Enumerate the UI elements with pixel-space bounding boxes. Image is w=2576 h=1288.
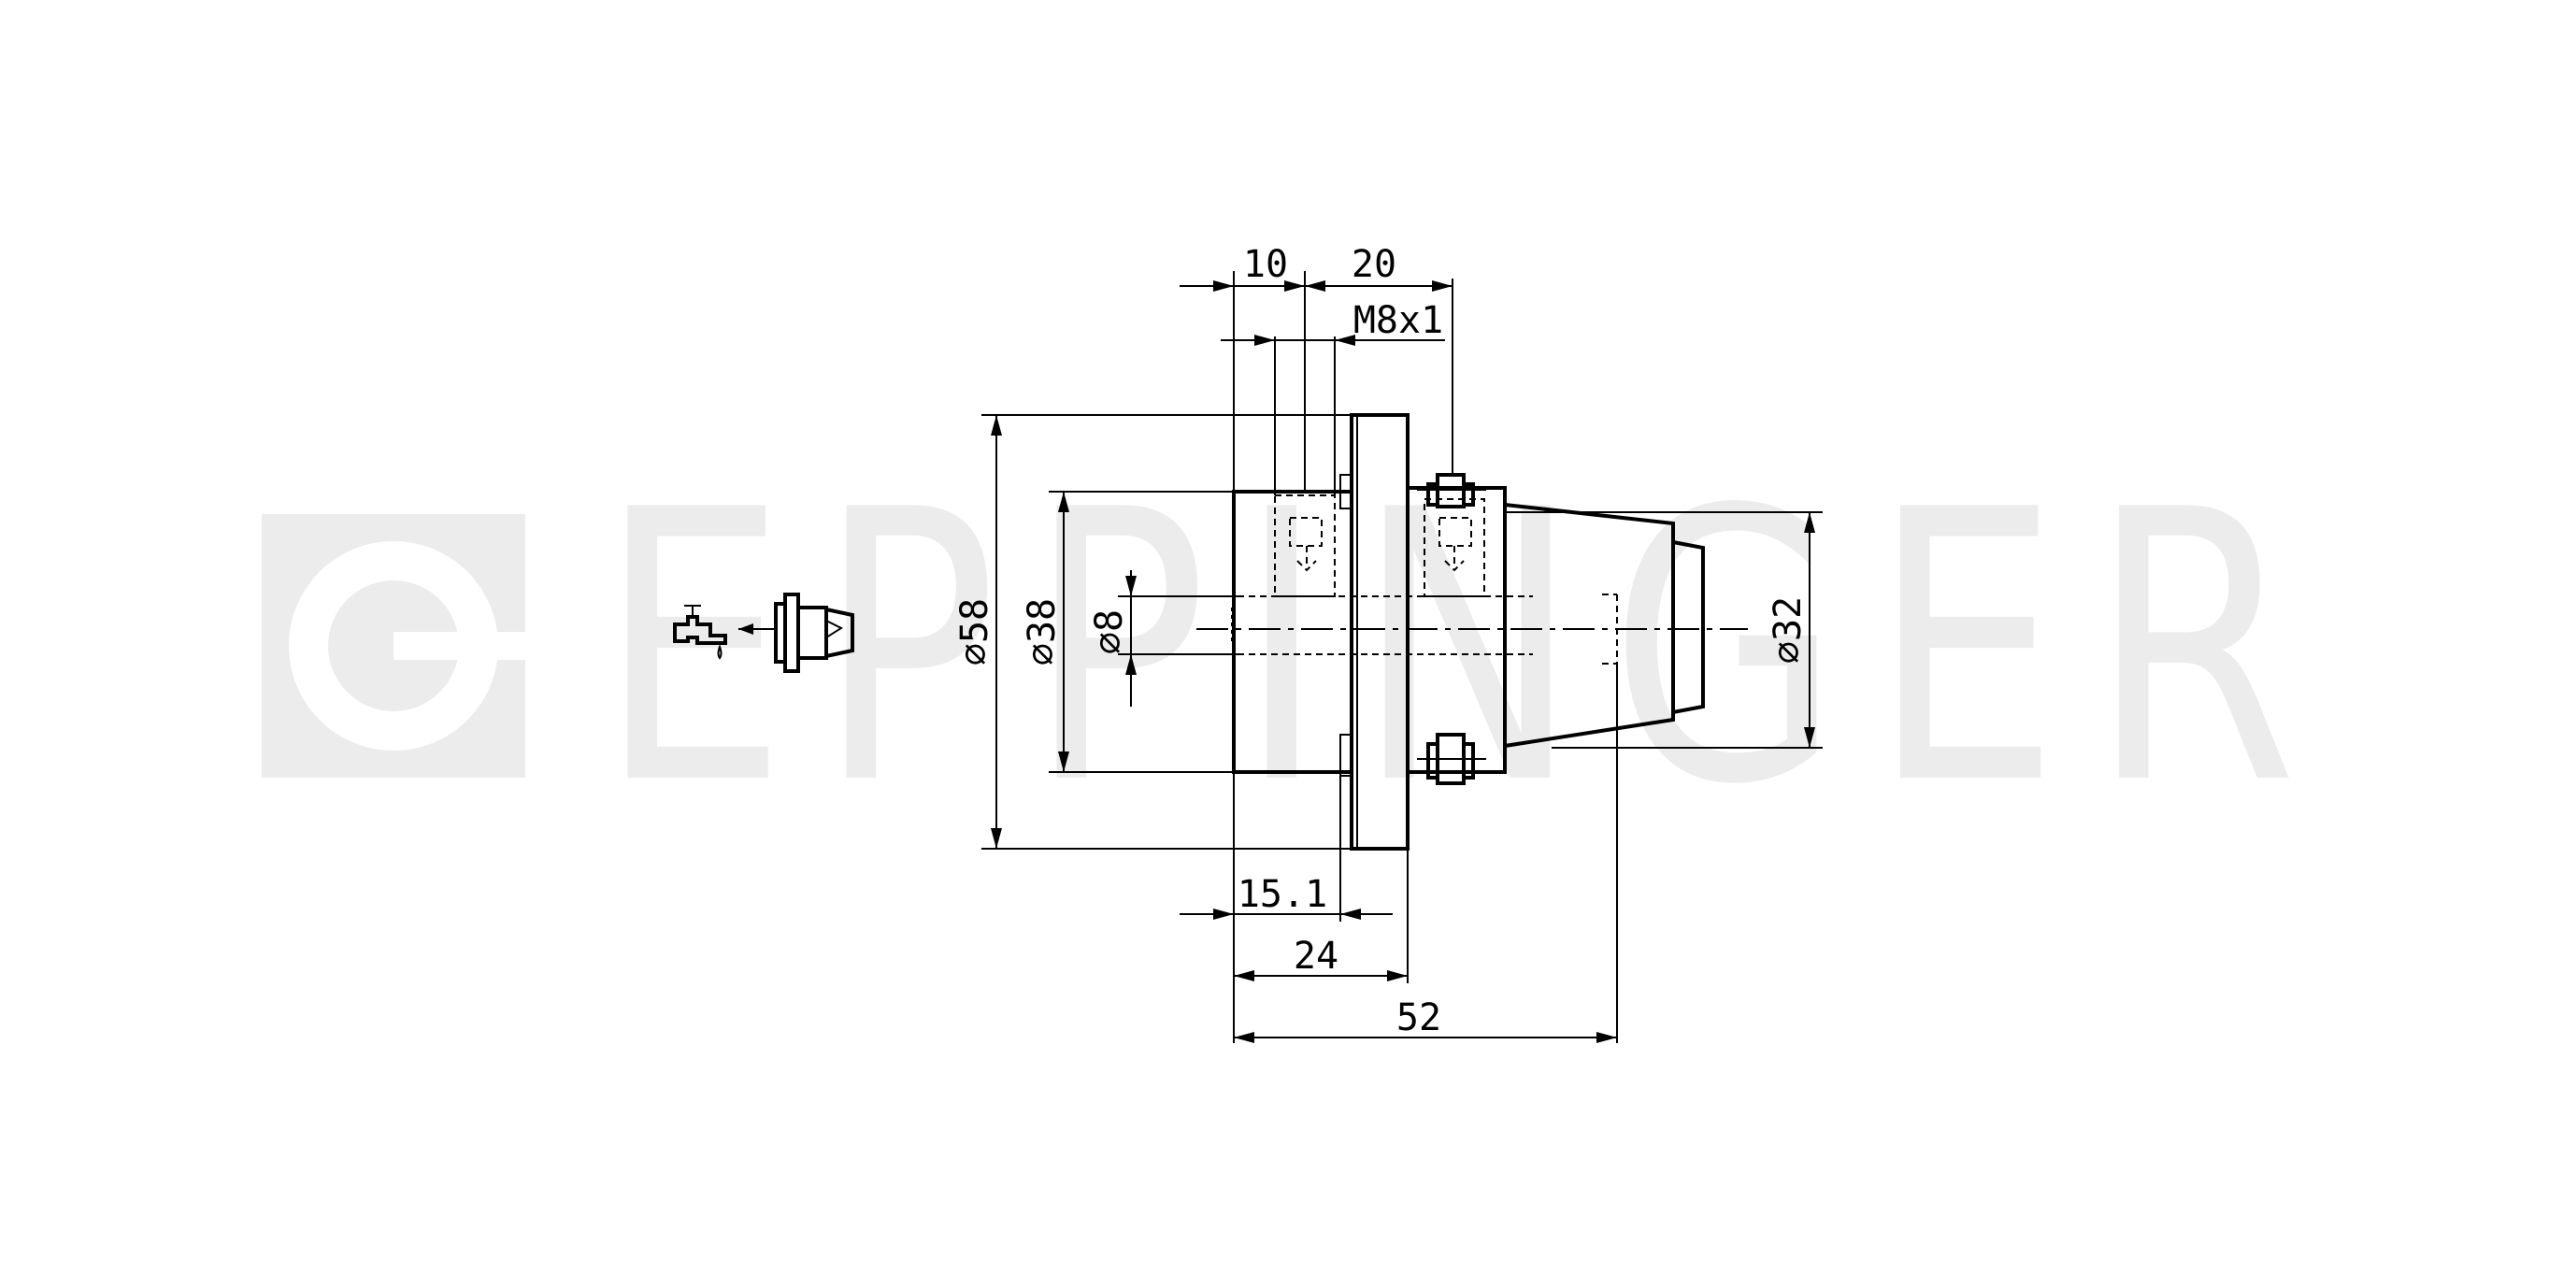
eppinger-watermark: EPPINGER — [262, 432, 2327, 866]
dim-dia-58: ⌀58 — [953, 598, 996, 665]
tool-holder-drawing — [1196, 413, 1748, 851]
dim-dia-38: ⌀38 — [1021, 598, 1064, 665]
coolant-tap-icon — [673, 605, 727, 660]
taper-shank — [1503, 502, 1675, 749]
dimension-lines — [981, 271, 1823, 1043]
shank-end — [1671, 539, 1705, 715]
dim-10: 10 — [1243, 243, 1288, 286]
watermark-logo-bar — [394, 632, 525, 660]
hidden-threads — [1231, 494, 1618, 665]
clamp-screw-bottom — [1417, 733, 1486, 785]
dim-dia-32: ⌀32 — [1767, 596, 1810, 664]
watermark-brand-text: EPPINGER — [598, 432, 2327, 866]
dim-52: 52 — [1396, 996, 1441, 1039]
dim-thread: M8x1 — [1353, 299, 1443, 342]
dim-dia-8: ⌀8 — [1088, 609, 1131, 654]
dim-15-1: 15.1 — [1238, 873, 1327, 916]
tool-holder-icon — [738, 593, 854, 673]
dim-24: 24 — [1294, 935, 1338, 978]
dim-20: 20 — [1352, 243, 1396, 286]
clamp-screw-top — [1417, 473, 1486, 508]
